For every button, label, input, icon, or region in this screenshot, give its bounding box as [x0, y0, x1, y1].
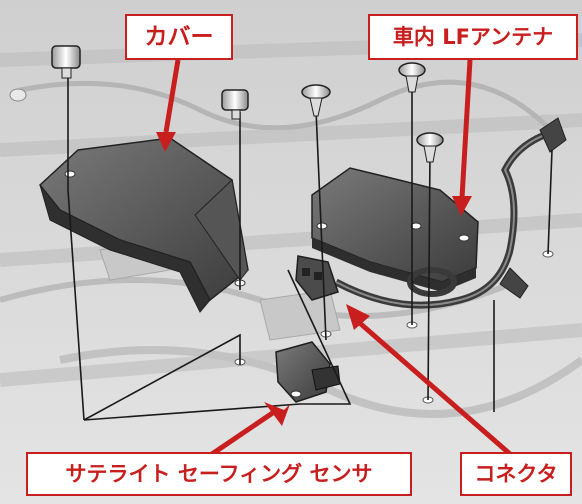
bolt-icon: [221, 89, 249, 120]
bolt-icon: [51, 45, 81, 79]
antenna-label: 車内 LFアンテナ: [368, 14, 578, 60]
connector-part: [295, 255, 339, 301]
assembly-leader-lines: [67, 78, 553, 421]
callout-arrows: [156, 59, 512, 457]
sensor-label: サテライト セーフィング センサ: [26, 452, 412, 496]
wire-harness: [334, 117, 567, 309]
screw-icon: [416, 132, 444, 163]
screw-icon: [398, 62, 426, 93]
cover-label: カバー: [125, 14, 233, 60]
connector-label: コネクタ: [460, 452, 572, 496]
screw-icon: [301, 84, 331, 117]
sensor-part: [275, 341, 341, 403]
antenna-part: [311, 167, 479, 297]
cover-part: [38, 137, 249, 313]
